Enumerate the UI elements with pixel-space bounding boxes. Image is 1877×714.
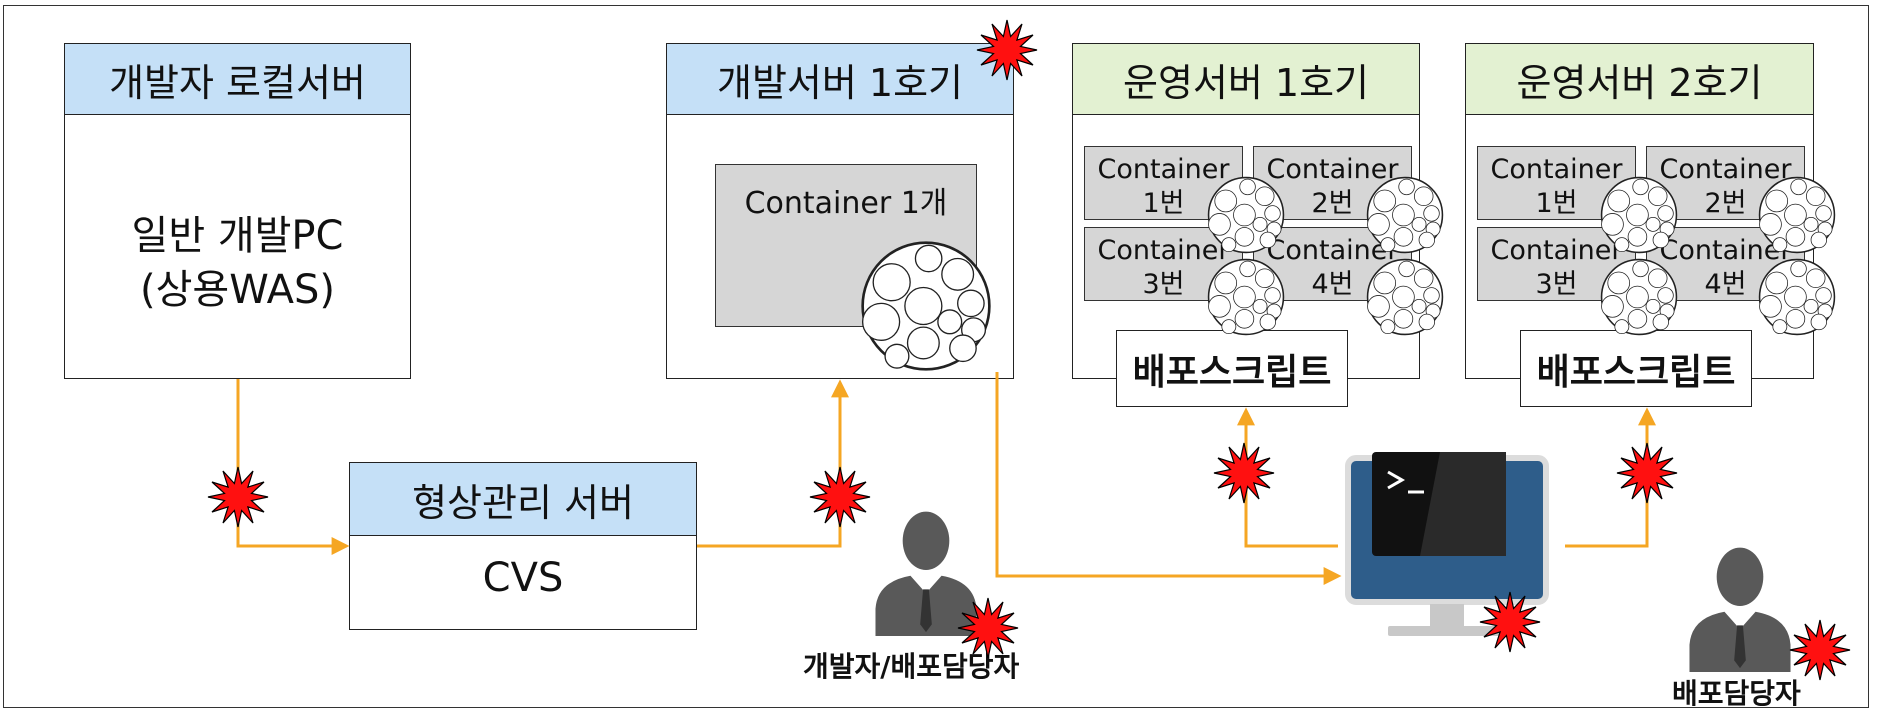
container-number: 3번 bbox=[1142, 269, 1185, 300]
burst-icon bbox=[1616, 442, 1678, 504]
burst-icon bbox=[1213, 442, 1275, 504]
local-server-title: 개발자 로컬서버 bbox=[65, 44, 410, 115]
op-server-1-title: 운영서버 1호기 bbox=[1073, 44, 1419, 115]
container-number: 2번 bbox=[1704, 188, 1747, 219]
person-icon bbox=[1689, 547, 1791, 672]
burst-icon bbox=[957, 597, 1019, 659]
container-label: Container bbox=[1490, 235, 1623, 266]
burst-icon bbox=[809, 466, 871, 528]
burst-icon bbox=[1789, 619, 1851, 681]
module-cluster-icon bbox=[1207, 258, 1285, 336]
dev-server-title: 개발서버 1호기 bbox=[667, 44, 1013, 115]
container-number: 4번 bbox=[1704, 269, 1747, 300]
container-number: 2번 bbox=[1311, 188, 1354, 219]
dev-deployer-label: 개발자/배포담당자 bbox=[803, 650, 1020, 683]
module-cluster-icon bbox=[1758, 176, 1836, 254]
deployer-label: 배포담당자 bbox=[1672, 677, 1801, 710]
container-label: Container bbox=[1266, 154, 1399, 185]
container-number: 3번 bbox=[1535, 269, 1578, 300]
local-server-line1: 일반 개발PC bbox=[131, 213, 344, 259]
module-cluster-icon bbox=[1366, 176, 1444, 254]
module-cluster-icon bbox=[1600, 176, 1678, 254]
module-cluster-icon bbox=[1600, 258, 1678, 336]
diagram-frame bbox=[3, 5, 1869, 708]
burst-icon bbox=[1479, 591, 1541, 653]
arrow-cvs-to-dev bbox=[697, 379, 849, 548]
local-server-line2: (상용WAS) bbox=[140, 267, 335, 313]
cvs-server-title: 형상관리 서버 bbox=[350, 463, 696, 536]
op1-deploy-script: 배포스크립트 bbox=[1116, 330, 1348, 407]
container-label: Container bbox=[1659, 154, 1792, 185]
arrow-dev-to-terminal bbox=[995, 372, 1342, 585]
module-cluster-icon bbox=[1207, 176, 1285, 254]
op-server-1-box: 운영서버 1호기 Container 1번 Container 2번 Conta… bbox=[1072, 43, 1420, 379]
module-cluster-icon bbox=[1758, 258, 1836, 336]
container-number: 1번 bbox=[1142, 188, 1185, 219]
container-label: Container bbox=[1490, 154, 1623, 185]
arrow-local-to-cvs bbox=[236, 379, 350, 555]
container-label: Container bbox=[1097, 235, 1230, 266]
cvs-server-box: 형상관리 서버 CVS bbox=[349, 462, 697, 630]
container-number: 4번 bbox=[1311, 269, 1354, 300]
op2-deploy-script: 배포스크립트 bbox=[1520, 330, 1752, 407]
burst-icon bbox=[207, 466, 269, 528]
monitor-icon bbox=[1345, 452, 1549, 636]
local-server-box: 개발자 로컬서버 일반 개발PC (상용WAS) bbox=[64, 43, 411, 379]
module-cluster-icon bbox=[1366, 258, 1444, 336]
cvs-label: CVS bbox=[482, 555, 564, 601]
person-icon bbox=[875, 511, 977, 636]
module-cluster-icon bbox=[861, 241, 991, 371]
container-number: 1번 bbox=[1535, 188, 1578, 219]
dev-container-label: Container 1개 bbox=[744, 186, 948, 221]
burst-markers bbox=[207, 19, 1851, 681]
op-server-2-title: 운영서버 2호기 bbox=[1466, 44, 1813, 115]
burst-icon bbox=[976, 19, 1038, 81]
terminal-prompt-icon bbox=[1387, 470, 1424, 494]
container-label: Container bbox=[1097, 154, 1230, 185]
